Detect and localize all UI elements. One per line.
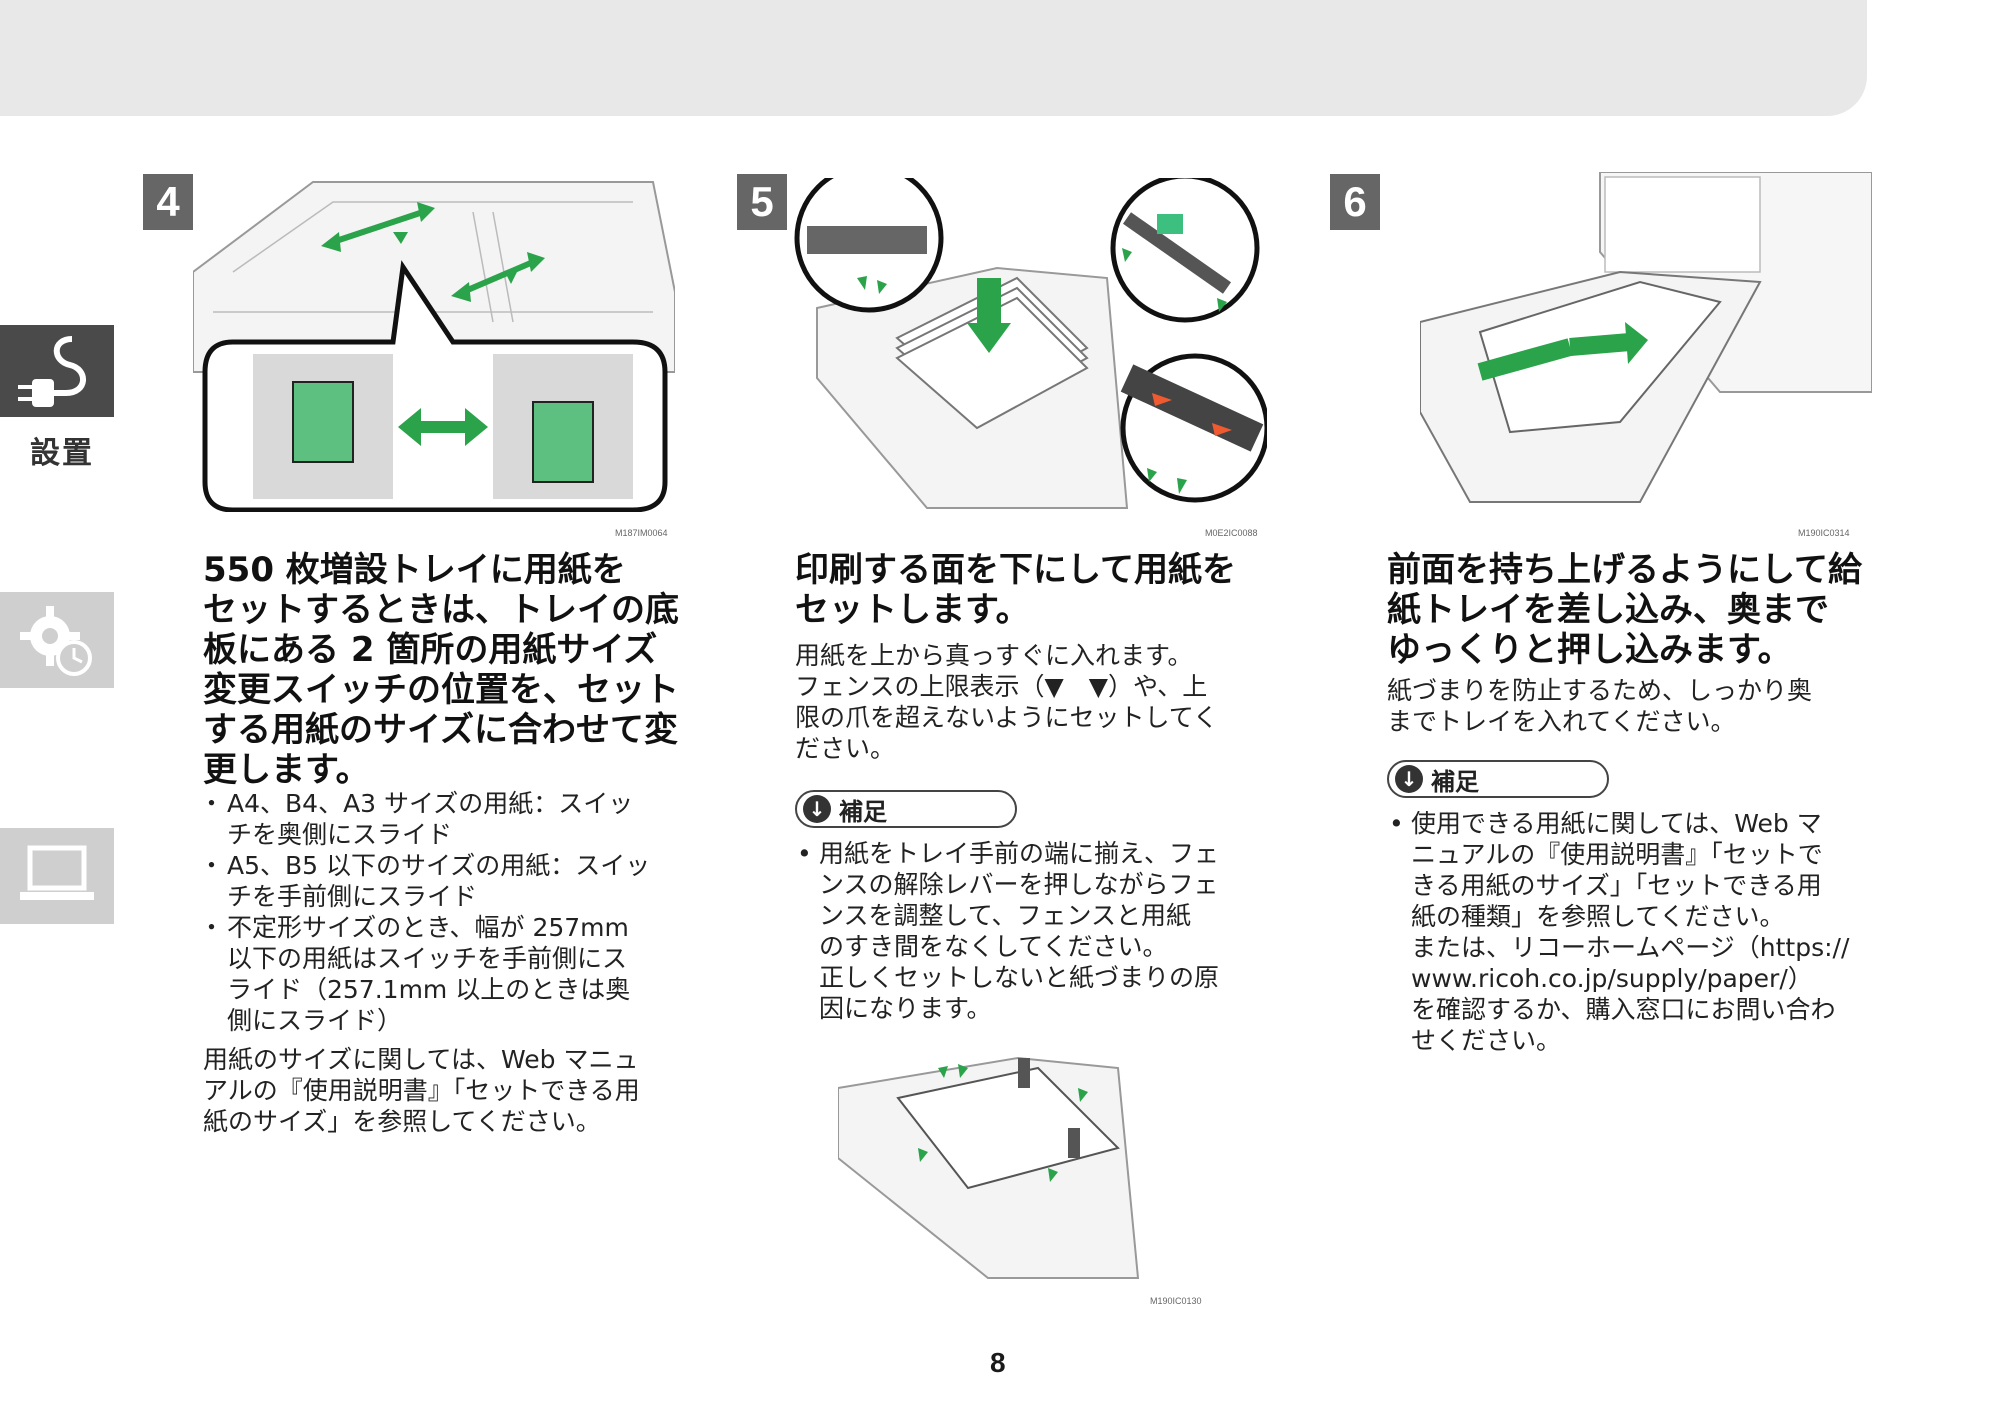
step-6-heading: 前面を持ち上げるようにして給 紙トレイを差し込み、奥まで ゆっくりと押し込みます…	[1387, 550, 1862, 670]
heading-line: 板にある 2 箇所の用紙サイズ	[203, 630, 658, 670]
tray-switch-illustration	[193, 181, 675, 512]
illustration-code: M187IM0064	[615, 528, 668, 538]
bullet-line: チを奥側にスライド	[227, 820, 453, 849]
step-4-trailing: 用紙のサイズに関しては、Web マニュ アルの『使用説明書』「セットできる用 紙…	[203, 1044, 640, 1137]
heading-line: 550 枚増設トレイに用紙を	[203, 550, 626, 590]
gear-clock-icon	[20, 606, 92, 676]
bullet-line: きる用紙のサイズ」「セットできる用	[1411, 871, 1822, 900]
heading-line: 紙トレイを差し込み、奥まで	[1387, 590, 1829, 630]
illustration-code: M0E2IC0088	[1205, 528, 1258, 538]
note-label: 補足	[1431, 767, 1479, 796]
bullet-line: を確認するか、購入窓口にお問い合わ	[1411, 995, 1836, 1024]
heading-line: 印刷する面を下にして用紙を	[795, 550, 1236, 590]
bullet-line: せください。	[1411, 1026, 1562, 1055]
bullet-line: チを手前側にスライド	[227, 882, 478, 911]
page-number: 8	[990, 1347, 1006, 1378]
body-line: 限の爪を超えないようにセットしてく	[795, 703, 1219, 732]
body-line: フェンスの上限表示（▼ ▼）や、上	[795, 672, 1208, 701]
bullet-line: 側にスライド）	[227, 1006, 403, 1035]
step-number-4: 4	[143, 174, 193, 230]
step-5-note-bullets: 用紙をトレイ手前の端に揃え、フェ ンスの解除レバーを押しながらフェ ンスを調整し…	[795, 838, 1275, 1024]
illustration-code: M190IC0130	[1150, 1296, 1202, 1306]
sidebar-tab-settings[interactable]	[0, 592, 114, 688]
heading-line: ゆっくりと押し込みます。	[1387, 630, 1792, 670]
sidebar-setup-label: 設置	[30, 436, 94, 471]
bullet-line: ンスを調整して、フェンスと用紙	[819, 901, 1192, 930]
note-pill: ↓ 補足	[795, 790, 1017, 828]
list-item: 使用できる用紙に関しては、Web マ ニュアルの『使用説明書』「セットで きる用…	[1387, 808, 1867, 1056]
body-line: 紙づまりを防止するため、しっかり奥	[1387, 676, 1813, 705]
heading-line: 更します。	[203, 750, 370, 790]
step-number-6: 6	[1330, 174, 1380, 230]
tray-fence-illustration	[838, 1056, 1140, 1279]
laptop-icon	[20, 845, 94, 900]
down-arrow-icon: ↓	[803, 795, 831, 823]
bullet-line: 用紙をトレイ手前の端に揃え、フェ	[819, 839, 1220, 868]
step-number-5: 5	[737, 174, 787, 230]
body-line: 紙のサイズ」を参照してください。	[203, 1107, 601, 1136]
paper-loading-illustration	[794, 178, 1267, 509]
bullet-line: ニュアルの『使用説明書』「セットで	[1411, 840, 1823, 869]
list-item: 用紙をトレイ手前の端に揃え、フェ ンスの解除レバーを押しながらフェ ンスを調整し…	[795, 838, 1275, 1024]
step-4-bullets: A4、B4、A3 サイズの用紙：スイッ チを奥側にスライド A5、B5 以下のサ…	[199, 788, 683, 1036]
bullet-line: 不定形サイズのとき、幅が 257mm	[227, 913, 629, 942]
illustration-code: M190IC0314	[1798, 528, 1850, 538]
bullet-line: A4、B4、A3 サイズの用紙：スイッ	[227, 789, 634, 818]
note-label: 補足	[839, 797, 887, 826]
step-6-note-bullets: 使用できる用紙に関しては、Web マ ニュアルの『使用説明書』「セットで きる用…	[1387, 808, 1867, 1056]
bullet-line: www.ricoh.co.jp/supply/paper/）	[1411, 964, 1813, 993]
bullet-line: ンスの解除レバーを押しながらフェ	[819, 870, 1219, 899]
tray-insert-illustration	[1420, 172, 1872, 503]
bullet-line: 紙の種類」を参照してください。	[1411, 902, 1785, 931]
heading-line: セットします。	[795, 590, 1030, 630]
body-line: 用紙を上から真っすぐに入れます。	[795, 641, 1193, 670]
list-item: A5、B5 以下のサイズの用紙：スイッ チを手前側にスライド	[199, 850, 683, 912]
bullet-line: のすき間をなくしてください。	[819, 932, 1168, 961]
bullet-line: または、リコーホームページ（https://	[1411, 933, 1850, 962]
heading-line: 変更スイッチの位置を、セット	[203, 670, 679, 710]
bullet-line: ライド（257.1mm 以上のときは奥	[227, 975, 631, 1004]
heading-line: 前面を持ち上げるようにして給	[1387, 550, 1862, 590]
heading-line: セットするときは、トレイの底	[203, 590, 679, 630]
step-4-heading: 550 枚増設トレイに用紙を セットするときは、トレイの底 板にある 2 箇所の…	[203, 550, 679, 790]
list-item: 不定形サイズのとき、幅が 257mm 以下の用紙はスイッチを手前側にス ライド（…	[199, 912, 683, 1036]
body-line: アルの『使用説明書』「セットできる用	[203, 1076, 640, 1105]
bullet-line: 正しくセットしないと紙づまりの原	[819, 963, 1220, 992]
top-banner	[0, 0, 1867, 116]
heading-line: する用紙のサイズに合わせて変	[203, 710, 678, 750]
body-line: までトレイを入れてください。	[1387, 707, 1736, 736]
list-item: A4、B4、A3 サイズの用紙：スイッ チを奥側にスライド	[199, 788, 683, 850]
sidebar-tab-setup[interactable]	[0, 325, 114, 417]
note-pill: ↓ 補足	[1387, 760, 1609, 798]
plug-icon	[18, 336, 86, 407]
bullet-line: 以下の用紙はスイッチを手前側にス	[227, 944, 628, 973]
bullet-line: 因になります。	[819, 994, 992, 1023]
step-6-body: 紙づまりを防止するため、しっかり奥 までトレイを入れてください。	[1387, 675, 1812, 737]
step-5-body: 用紙を上から真っすぐに入れます。 フェンスの上限表示（▼ ▼）や、上 限の爪を超…	[795, 640, 1218, 764]
body-line: 用紙のサイズに関しては、Web マニュ	[203, 1045, 639, 1074]
sidebar-tab-pc[interactable]	[0, 828, 114, 924]
bullet-line: 使用できる用紙に関しては、Web マ	[1411, 809, 1822, 838]
down-arrow-icon: ↓	[1395, 765, 1423, 793]
step-5-heading: 印刷する面を下にして用紙を セットします。	[795, 550, 1236, 630]
bullet-line: A5、B5 以下のサイズの用紙：スイッ	[227, 851, 651, 880]
body-line: ださい。	[795, 734, 896, 763]
